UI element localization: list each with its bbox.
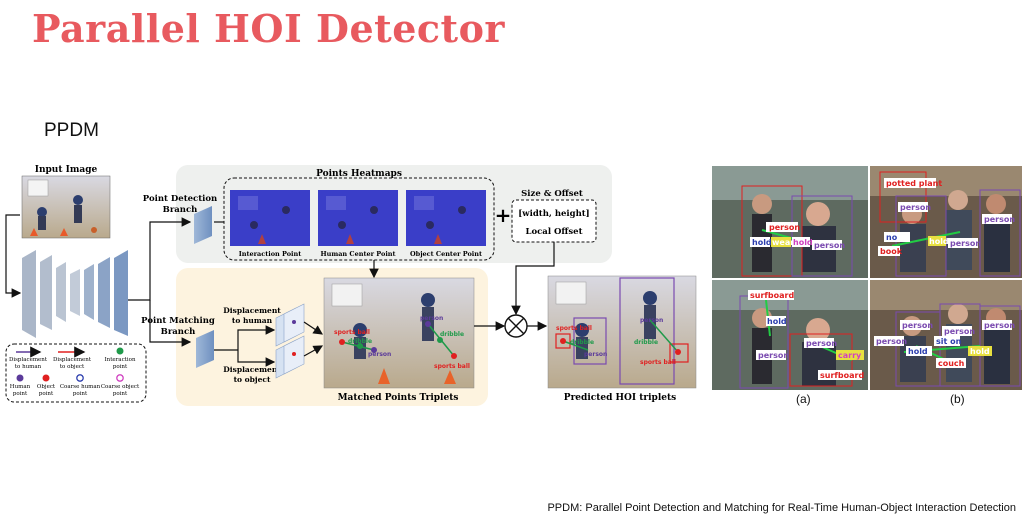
combine-icon <box>504 314 528 338</box>
points-heatmaps-label: Points Heatmaps <box>316 169 402 179</box>
example-tag: person <box>876 337 907 346</box>
example-b-top: potted plant person person no book hold … <box>870 166 1022 278</box>
matched-tag: dribble <box>440 331 464 338</box>
svg-text:to human: to human <box>15 364 42 370</box>
svg-text:point: point <box>39 391 54 397</box>
example-tag: hold <box>793 238 813 247</box>
paper-caption: PPDM: Parallel Point Detection and Match… <box>547 502 1016 514</box>
example-tag: sit on <box>936 337 962 346</box>
point-matching-branch-label-2: Branch <box>161 327 196 337</box>
svg-text:to object: to object <box>60 364 85 370</box>
input-image-label: Input Image <box>35 165 98 175</box>
legend-interaction-point: Interaction point <box>105 347 136 370</box>
svg-text:point: point <box>13 391 28 397</box>
matched-tag: person <box>368 351 391 358</box>
legend-displacement-object: Displacement to object <box>53 346 92 370</box>
predicted-tag: dribble <box>570 339 594 346</box>
legend-coarse-object: Coarse object point <box>101 374 140 397</box>
point-detection-branch-label-1: Point Detection <box>143 194 217 204</box>
svg-text:Displacement: Displacement <box>9 357 48 363</box>
svg-text:Coarse human: Coarse human <box>60 384 101 390</box>
svg-text:Human: Human <box>10 384 31 390</box>
width-height-label: [width, height] <box>518 209 589 219</box>
example-tag: carry <box>838 351 862 360</box>
predicted-tag: sports ball <box>640 359 676 366</box>
svg-text:Interaction: Interaction <box>105 357 136 363</box>
point-matching-branch-label-1: Point Matching <box>141 316 215 326</box>
example-label-b: (b) <box>950 392 965 406</box>
example-tag: person <box>984 215 1015 224</box>
object-center-point-label: Object Center Point <box>410 250 482 258</box>
svg-text:Object: Object <box>37 384 56 390</box>
svg-text:point: point <box>113 364 128 370</box>
example-tag: hold <box>929 237 949 246</box>
slide-title: Parallel HOI Detector <box>32 6 505 51</box>
displacement-object-maps <box>275 335 305 379</box>
example-tag: couch <box>938 359 965 368</box>
displacement-to-human-label-2: to human <box>232 316 273 325</box>
matched-tag: sports ball <box>434 363 470 370</box>
heatmaps-box <box>223 177 495 261</box>
matched-tag: dribble <box>348 338 372 345</box>
legend-object-point: Object point <box>37 374 56 397</box>
example-tag: hold <box>908 347 928 356</box>
matched-tag: person <box>420 315 443 322</box>
example-tag: person <box>944 327 975 336</box>
example-tag: person <box>902 321 933 330</box>
example-b-bottom: person person person person hold sit on … <box>870 280 1022 390</box>
svg-text:point: point <box>113 391 128 397</box>
example-tag: person <box>950 239 981 248</box>
predicted-tag: person <box>640 317 663 324</box>
predicted-tag: dribble <box>634 339 658 346</box>
displacement-to-object-label-1: Displacement <box>223 365 281 374</box>
example-tag: wear <box>772 238 794 247</box>
legend-displacement-human: Displacement to human <box>9 346 48 370</box>
local-offset-label: Local Offset <box>525 227 582 237</box>
predicted-hoi-triplets-label: Predicted HOI triplets <box>564 393 676 403</box>
matched-points-triplets-label: Matched Points Triplets <box>338 393 459 403</box>
predicted-tag: person <box>584 351 607 358</box>
matched-tag: sports ball <box>334 329 370 336</box>
example-tag: person <box>758 351 789 360</box>
example-tag: no <box>886 233 898 242</box>
point-detection-block <box>194 206 212 244</box>
legend-box <box>5 343 147 403</box>
human-center-point-label: Human Center Point <box>320 250 395 258</box>
example-tag: person <box>984 321 1015 330</box>
legend-coarse-human: Coarse human point <box>60 374 101 397</box>
interaction-point-label: Interaction Point <box>239 250 302 258</box>
size-offset-label: Size & Offset <box>521 189 583 199</box>
point-matching-block <box>196 330 214 368</box>
example-tag: surfboard <box>820 371 864 380</box>
example-tag: hold <box>767 317 787 326</box>
example-tag: potted plant <box>886 179 942 188</box>
example-tag: person <box>769 223 800 232</box>
slide-subtitle: PPDM <box>44 120 99 141</box>
example-tag: hold <box>752 238 772 247</box>
svg-text:Displacement: Displacement <box>53 357 92 363</box>
example-tag: person <box>806 339 837 348</box>
example-tag: surfboard <box>750 291 794 300</box>
example-a-bottom: surfboard hold person person carry surfb… <box>712 280 868 390</box>
example-tag: person <box>900 203 931 212</box>
backbone-network <box>22 250 128 338</box>
legend-human-point: Human point <box>10 374 31 397</box>
displacement-to-object-label-2: to object <box>234 375 271 384</box>
example-a-top: person hold wear hold person <box>712 166 868 278</box>
point-detection-branch-label-2: Branch <box>163 205 198 215</box>
displacement-to-human-label-1: Displacement <box>223 306 281 315</box>
example-tag: book <box>880 247 903 256</box>
predicted-tag: sports ball <box>556 325 592 332</box>
example-tag: hold <box>970 347 990 356</box>
plus-icon: + <box>495 203 512 227</box>
example-tag: person <box>814 241 845 250</box>
svg-text:Coarse object: Coarse object <box>101 384 140 390</box>
example-label-a: (a) <box>796 392 811 406</box>
displacement-human-maps <box>275 303 305 347</box>
svg-text:point: point <box>73 391 88 397</box>
